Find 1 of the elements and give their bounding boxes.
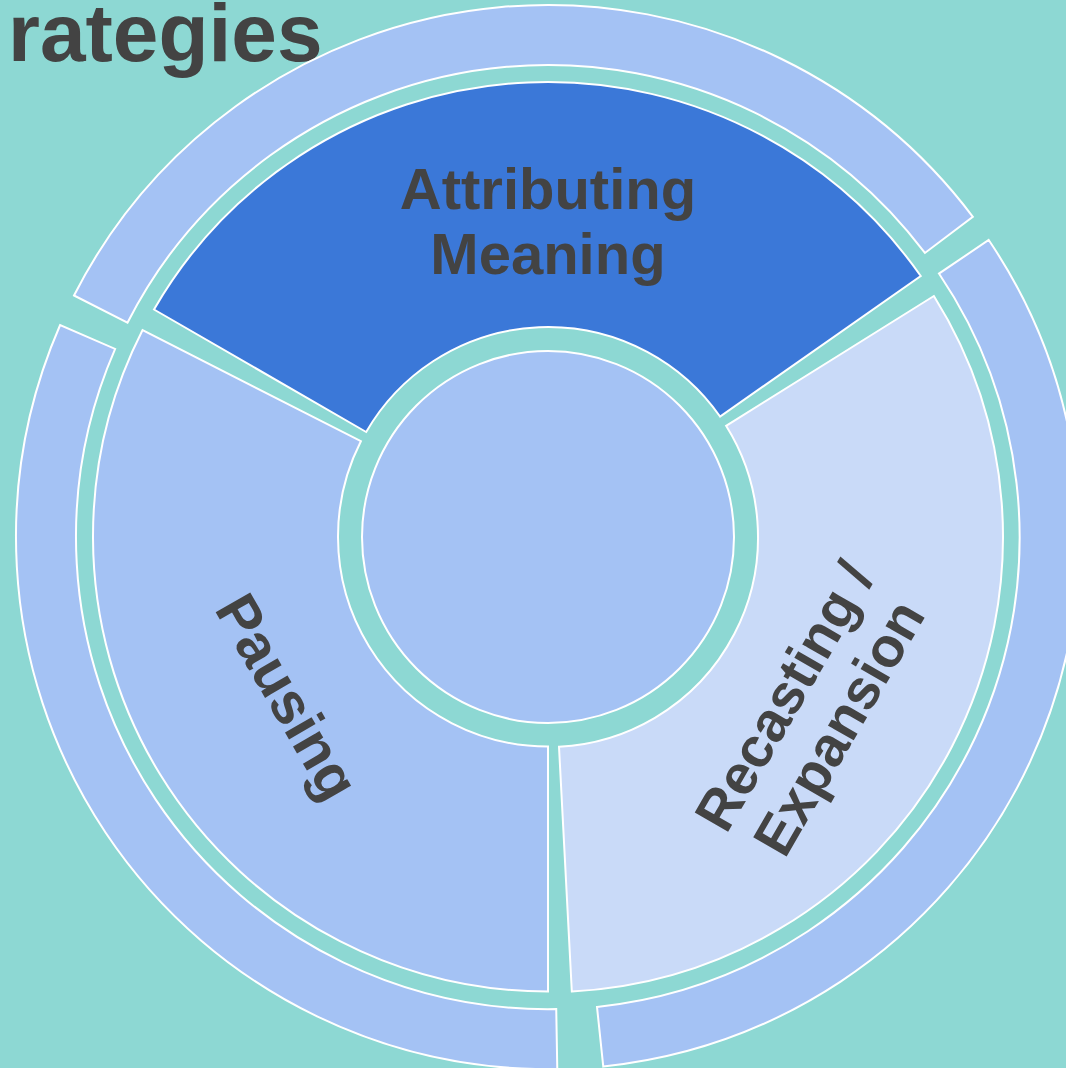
segment-label: Attributing Meaning [398,157,698,287]
